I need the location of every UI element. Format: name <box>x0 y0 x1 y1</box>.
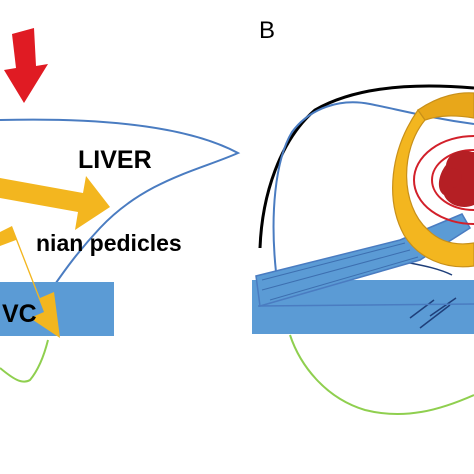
yellow-arrow-lower <box>0 226 60 338</box>
liver-outline <box>0 118 241 301</box>
green-contour-a <box>0 339 49 383</box>
panel-b: B <box>252 17 474 416</box>
pedicle-lower-line <box>257 303 474 307</box>
green-contour-b <box>289 334 474 416</box>
resection-margin-inner <box>431 149 474 211</box>
ivc-label: VC <box>2 300 37 328</box>
pedicle-band-lines <box>261 242 419 301</box>
panel-label-b: B <box>259 17 275 44</box>
liver-label: LIVER <box>78 146 152 174</box>
panel-a: LIVER nian pedicles VC <box>0 28 241 383</box>
pedicles-label: nian pedicles <box>36 230 182 256</box>
resection-margin-outer <box>413 135 474 225</box>
yellow-arrow-upper <box>0 176 110 230</box>
liver-surface-black <box>258 84 474 249</box>
ivc-hatch-lines <box>409 297 457 329</box>
tumor-lobe <box>442 168 462 188</box>
red-arrow <box>4 28 48 103</box>
